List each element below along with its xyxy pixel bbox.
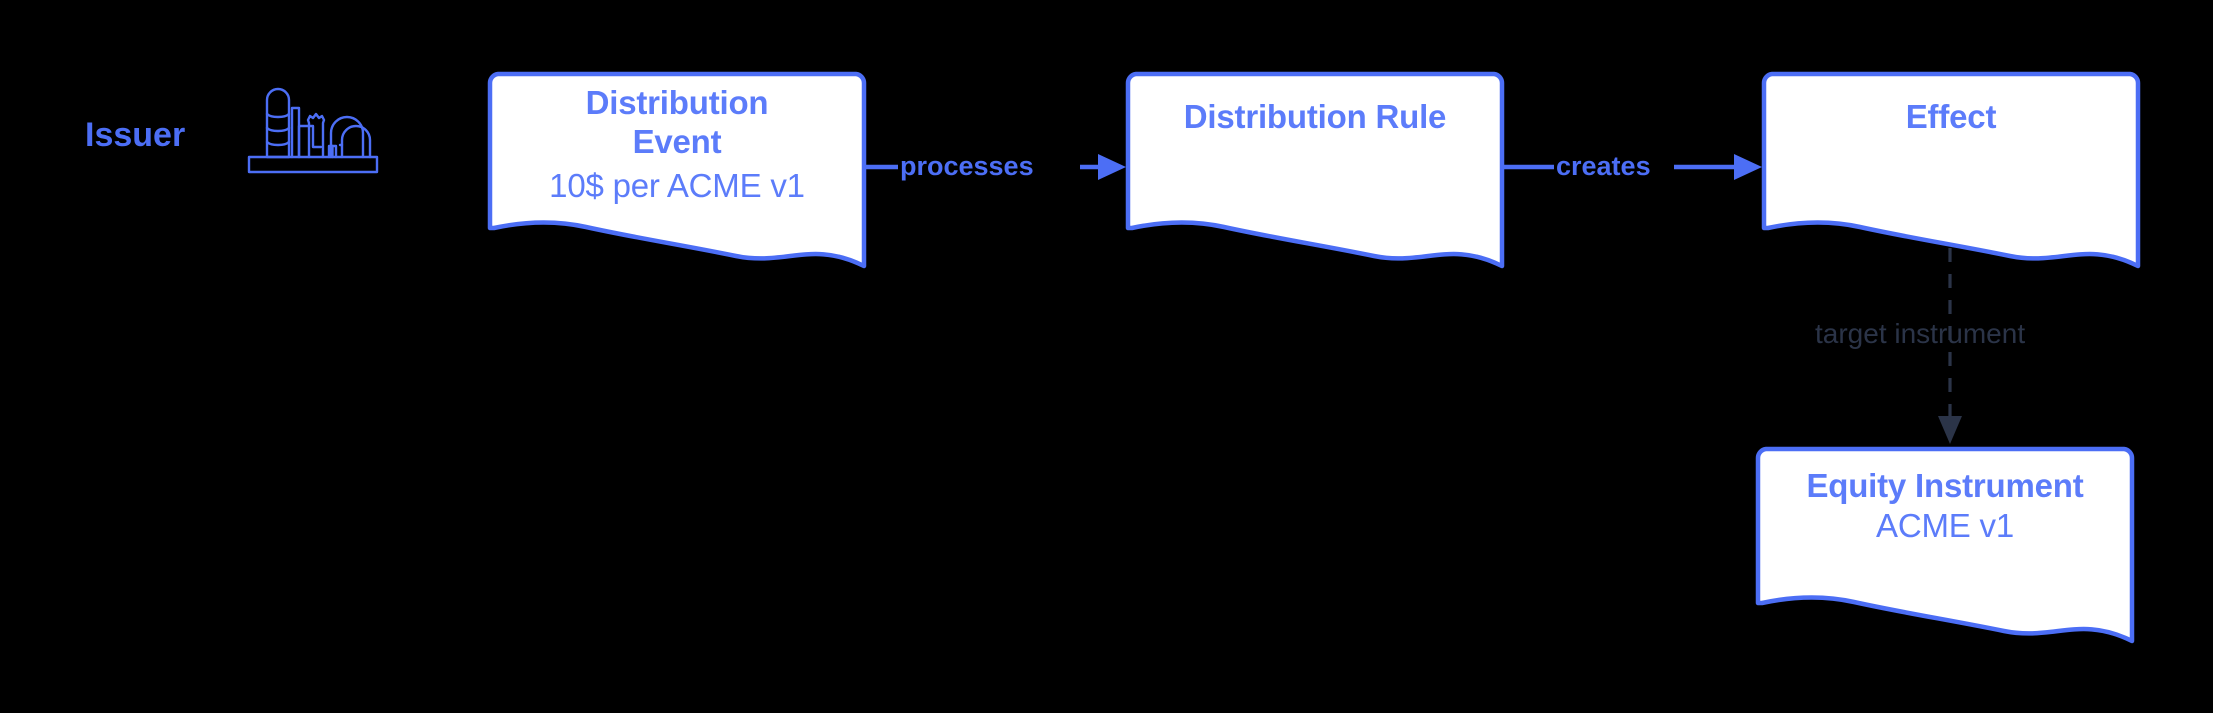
issuer-label: Issuer [85, 116, 186, 154]
edge-processes[interactable]: processes [866, 150, 1130, 184]
edge-target-instrument-label: target instrument [1815, 318, 2026, 349]
node-equity-instrument[interactable]: Equity Instrument ACME v1 [1754, 445, 2136, 645]
edge-target-instrument[interactable]: target instrument [1815, 248, 2025, 446]
node-distribution-rule[interactable]: Distribution Rule [1124, 70, 1506, 270]
node-distribution-event[interactable]: Distribution Event 10$ per ACME v1 [486, 70, 868, 270]
factory-icon [245, 78, 385, 178]
node-effect[interactable]: Effect [1760, 70, 2142, 270]
edge-creates[interactable]: creates [1504, 150, 1766, 184]
edge-processes-label: processes [900, 151, 1034, 181]
edge-creates-label: creates [1556, 151, 1651, 181]
